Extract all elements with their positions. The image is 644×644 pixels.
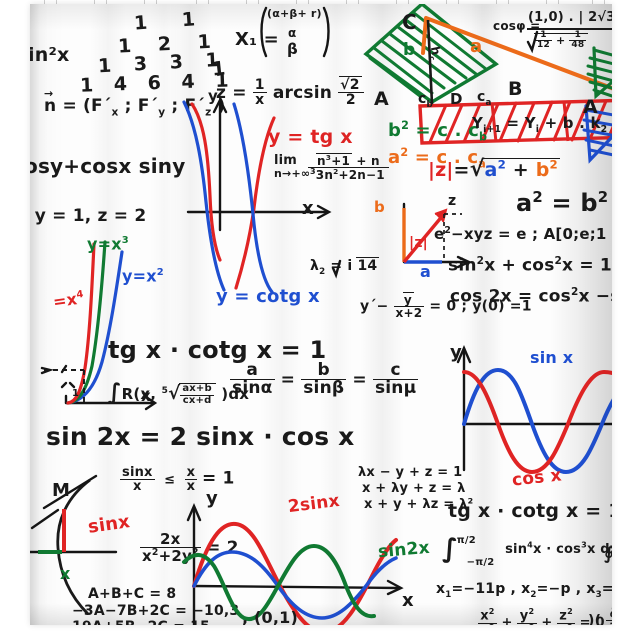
axis-label-x-tan: x (302, 198, 314, 219)
linear-system-row-1: A+B+C = 8 (88, 586, 177, 602)
lambda-system-row-1: λx − y + z = 1 (358, 465, 463, 480)
label-M: M (52, 480, 71, 501)
x1-matrix-bot: β (287, 40, 298, 58)
tick-label-1-power: 1 (72, 388, 80, 399)
chart-unit-circle (30, 474, 118, 615)
fan-blue (582, 104, 612, 164)
matrix-brackets (260, 6, 330, 58)
formula-ellipsoid: x2a2 + y2b2 + z2c2 = 0 x²/a² + y²/b² + z… (478, 607, 605, 625)
axis-label-y-tan: y (208, 87, 218, 105)
formula-sin2x-left: in²x (30, 44, 70, 66)
label-sinx-curve: sin x (530, 348, 574, 367)
formula-def-integral: ∫ π/2 −π/2 sin4x · cos3x dx ∫ sin⁴x · co… (442, 534, 612, 568)
formula-a2-cca: a2 = c . ca (388, 146, 486, 171)
chart-complex-plane (402, 202, 472, 269)
label-a: a (470, 36, 483, 57)
label-D: D (450, 90, 463, 108)
formula-pyth: a2 = b2 (516, 188, 609, 217)
label-sin2x: sin2x (377, 537, 431, 563)
chart-power-functions (40, 240, 158, 411)
x1-matrix-mid: α (288, 26, 297, 40)
sqrt-hook-icon-2 (331, 259, 342, 279)
formula-point-coords: , y = 1, z = 2 (30, 206, 147, 226)
axis-label-y-sincos: y (450, 342, 462, 363)
formula-roots: x1=−11p , x2=−p , x3=7p, p∈ (436, 581, 612, 600)
formula-euler-step: Yi+1 = Yi + b . k2 (472, 114, 608, 135)
formula-tg-cotg-right: tg x · cotg x = 1 (448, 500, 612, 522)
formula-cos2x: cos 2x = cos2x −sin2 (450, 286, 612, 307)
integral-upper-limit: π/2 (456, 535, 476, 546)
integral-lower-limit: −π/2 (466, 557, 495, 568)
formula-point01: , (0,1) (242, 608, 299, 626)
label-cb: cb (418, 91, 433, 110)
label-y-tgx: y = tg x (268, 126, 353, 148)
label-y-x2: y=x2 (122, 266, 164, 286)
formula-sin-sum: osy+cosx siny (30, 154, 186, 178)
x1-label: X₁ = (235, 29, 279, 50)
formula-tg-cotg: tg x · cotg x = 1 (108, 336, 327, 364)
label-A: A (374, 88, 389, 110)
label-b: b (403, 40, 416, 60)
lambda-system-row-3: x + y + λz = λ² (364, 497, 474, 512)
formula-sin2x-identity: sin 2x = 2 sinx · cos x (46, 422, 355, 451)
axis-label-x-power: x (141, 387, 151, 405)
label-x-circle: x (60, 564, 71, 583)
label-C: C (402, 10, 417, 34)
formula-partial: )( ∂f∂x ∂f/∂x (588, 606, 612, 625)
cos-phi-bar (527, 28, 612, 30)
limit-fraction: n3+1 + n 33n2+2n−1 (308, 153, 389, 183)
label-a-complex: a (420, 262, 431, 281)
label-y-cotgx: y = cotg x (216, 286, 320, 307)
formula-exyz: e2−xyz = e ; A[0;e;1 (434, 225, 607, 243)
fan-green (586, 46, 612, 100)
formula-b2-ccb: b2 = c . cb (388, 119, 488, 144)
formula-lambda2: λ2 = i 14 (310, 257, 380, 277)
stray-digit-1: 1 (210, 57, 227, 81)
linear-system-row-2: −3A−7B+2C = −10,3 (72, 603, 240, 619)
formula-arcsin: z = 1x arcsin √22 z = 1/x arcsin √2/2 (216, 76, 364, 108)
cos-phi-den: 112 + 148 √( 1/12 + 1/48 ) (534, 30, 589, 50)
pascal-row-1: 1 1 (133, 7, 210, 35)
label-ca: ca (477, 89, 492, 108)
chart-tan-cotan (182, 97, 332, 294)
lambda-system-row-2: x + λy + z = λ (362, 481, 466, 496)
label-b-complex: b (374, 198, 385, 216)
label-A-right: A (583, 96, 598, 118)
chart-fans (582, 46, 612, 164)
linear-system-row-3: 19A+5B−2C = 15 (72, 620, 210, 625)
cos-phi-num: (1,0) . | 2√3 ; 1/4 √ (528, 10, 612, 25)
axis-label-y-harmonics: y (206, 488, 218, 509)
sqrt-hook-icon (526, 30, 539, 54)
label-B: B (508, 78, 523, 100)
axis-label-x-harmonics: x (402, 590, 414, 611)
x1-matrix-top: (α+β+ r) (267, 7, 322, 20)
formula-ode: y´− yx+2 = 0 ; y(0) =1 y´ − √y/(x+2) = 0… (360, 292, 532, 321)
label-z-complex: z (448, 193, 457, 209)
formula-integral-R: ∫R(x, 5√ax+bcx+d )dx ∫R( x , ⁵√((ax+b)/(… (108, 380, 250, 406)
guide-lines (44, 369, 85, 403)
label-modz: |z| (409, 235, 428, 251)
label-y-x3: y=x3 (87, 234, 129, 254)
chart-harmonics (182, 502, 404, 625)
formula-modulus: |z|=√a2 + b2 |z| = √(a² + b²) (428, 157, 560, 182)
formula-contour: ∮ 3x (604, 544, 612, 564)
chart-sin-cos-waves (456, 344, 612, 474)
shower-curtain: in²x 1 1 1 2 1 1 3 3 1 1 4 6 4 1 →n n = … (30, 4, 612, 625)
